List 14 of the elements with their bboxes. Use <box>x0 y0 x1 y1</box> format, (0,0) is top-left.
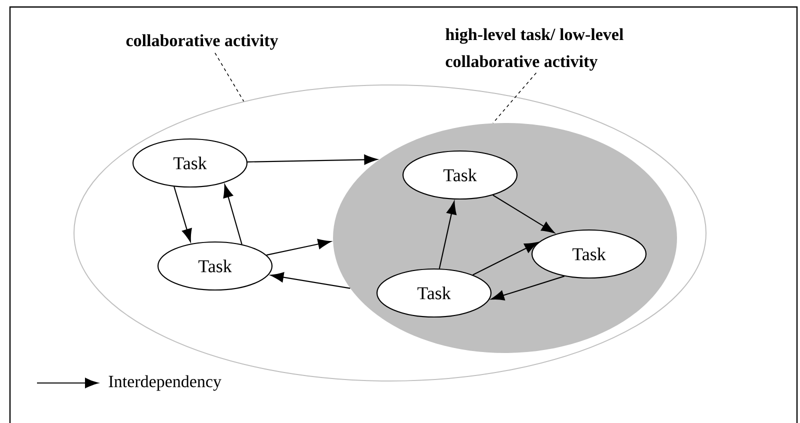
arrow <box>174 186 192 242</box>
legend-label: Interdependency <box>108 375 222 391</box>
leader-line <box>214 52 244 102</box>
arrow <box>270 272 350 289</box>
arrow <box>490 276 565 300</box>
heading-label: high-level task/ low-level collaborative activity <box>446 28 624 71</box>
arrow <box>266 239 332 256</box>
arrow <box>223 184 242 244</box>
arrow <box>472 242 538 276</box>
leader-line <box>492 72 537 124</box>
arrow <box>492 194 555 234</box>
heading-label: collaborative activity <box>126 34 278 50</box>
arrow <box>247 154 378 165</box>
arrow <box>438 201 456 269</box>
